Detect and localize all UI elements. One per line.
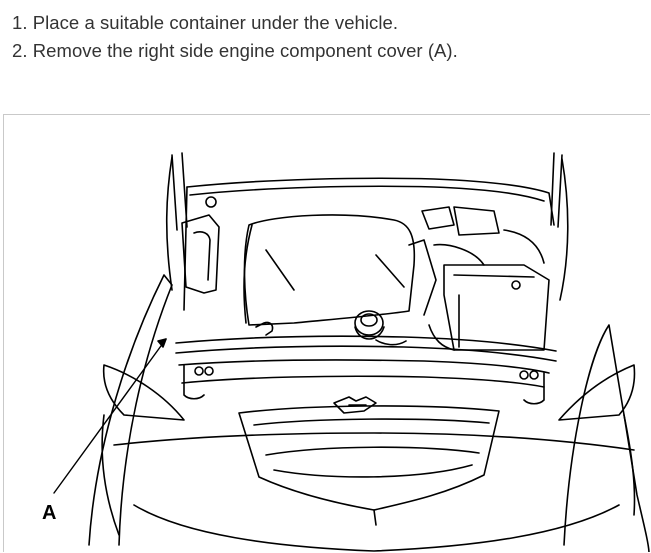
engine-bay-drawing [53, 152, 650, 552]
step-text: Remove the right side engine component c… [32, 40, 458, 61]
step-number: 2. [12, 40, 28, 61]
engine-bay-illustration: A [3, 114, 650, 552]
step-number: 1. [12, 12, 28, 33]
steps-list: 1. Place a suitable container under the … [12, 9, 458, 65]
callout-label-a: A [42, 502, 57, 524]
step-item-2: 2. Remove the right side engine componen… [12, 37, 458, 65]
step-text: Place a suitable container under the veh… [32, 12, 399, 33]
step-item-1: 1. Place a suitable container under the … [12, 9, 458, 37]
